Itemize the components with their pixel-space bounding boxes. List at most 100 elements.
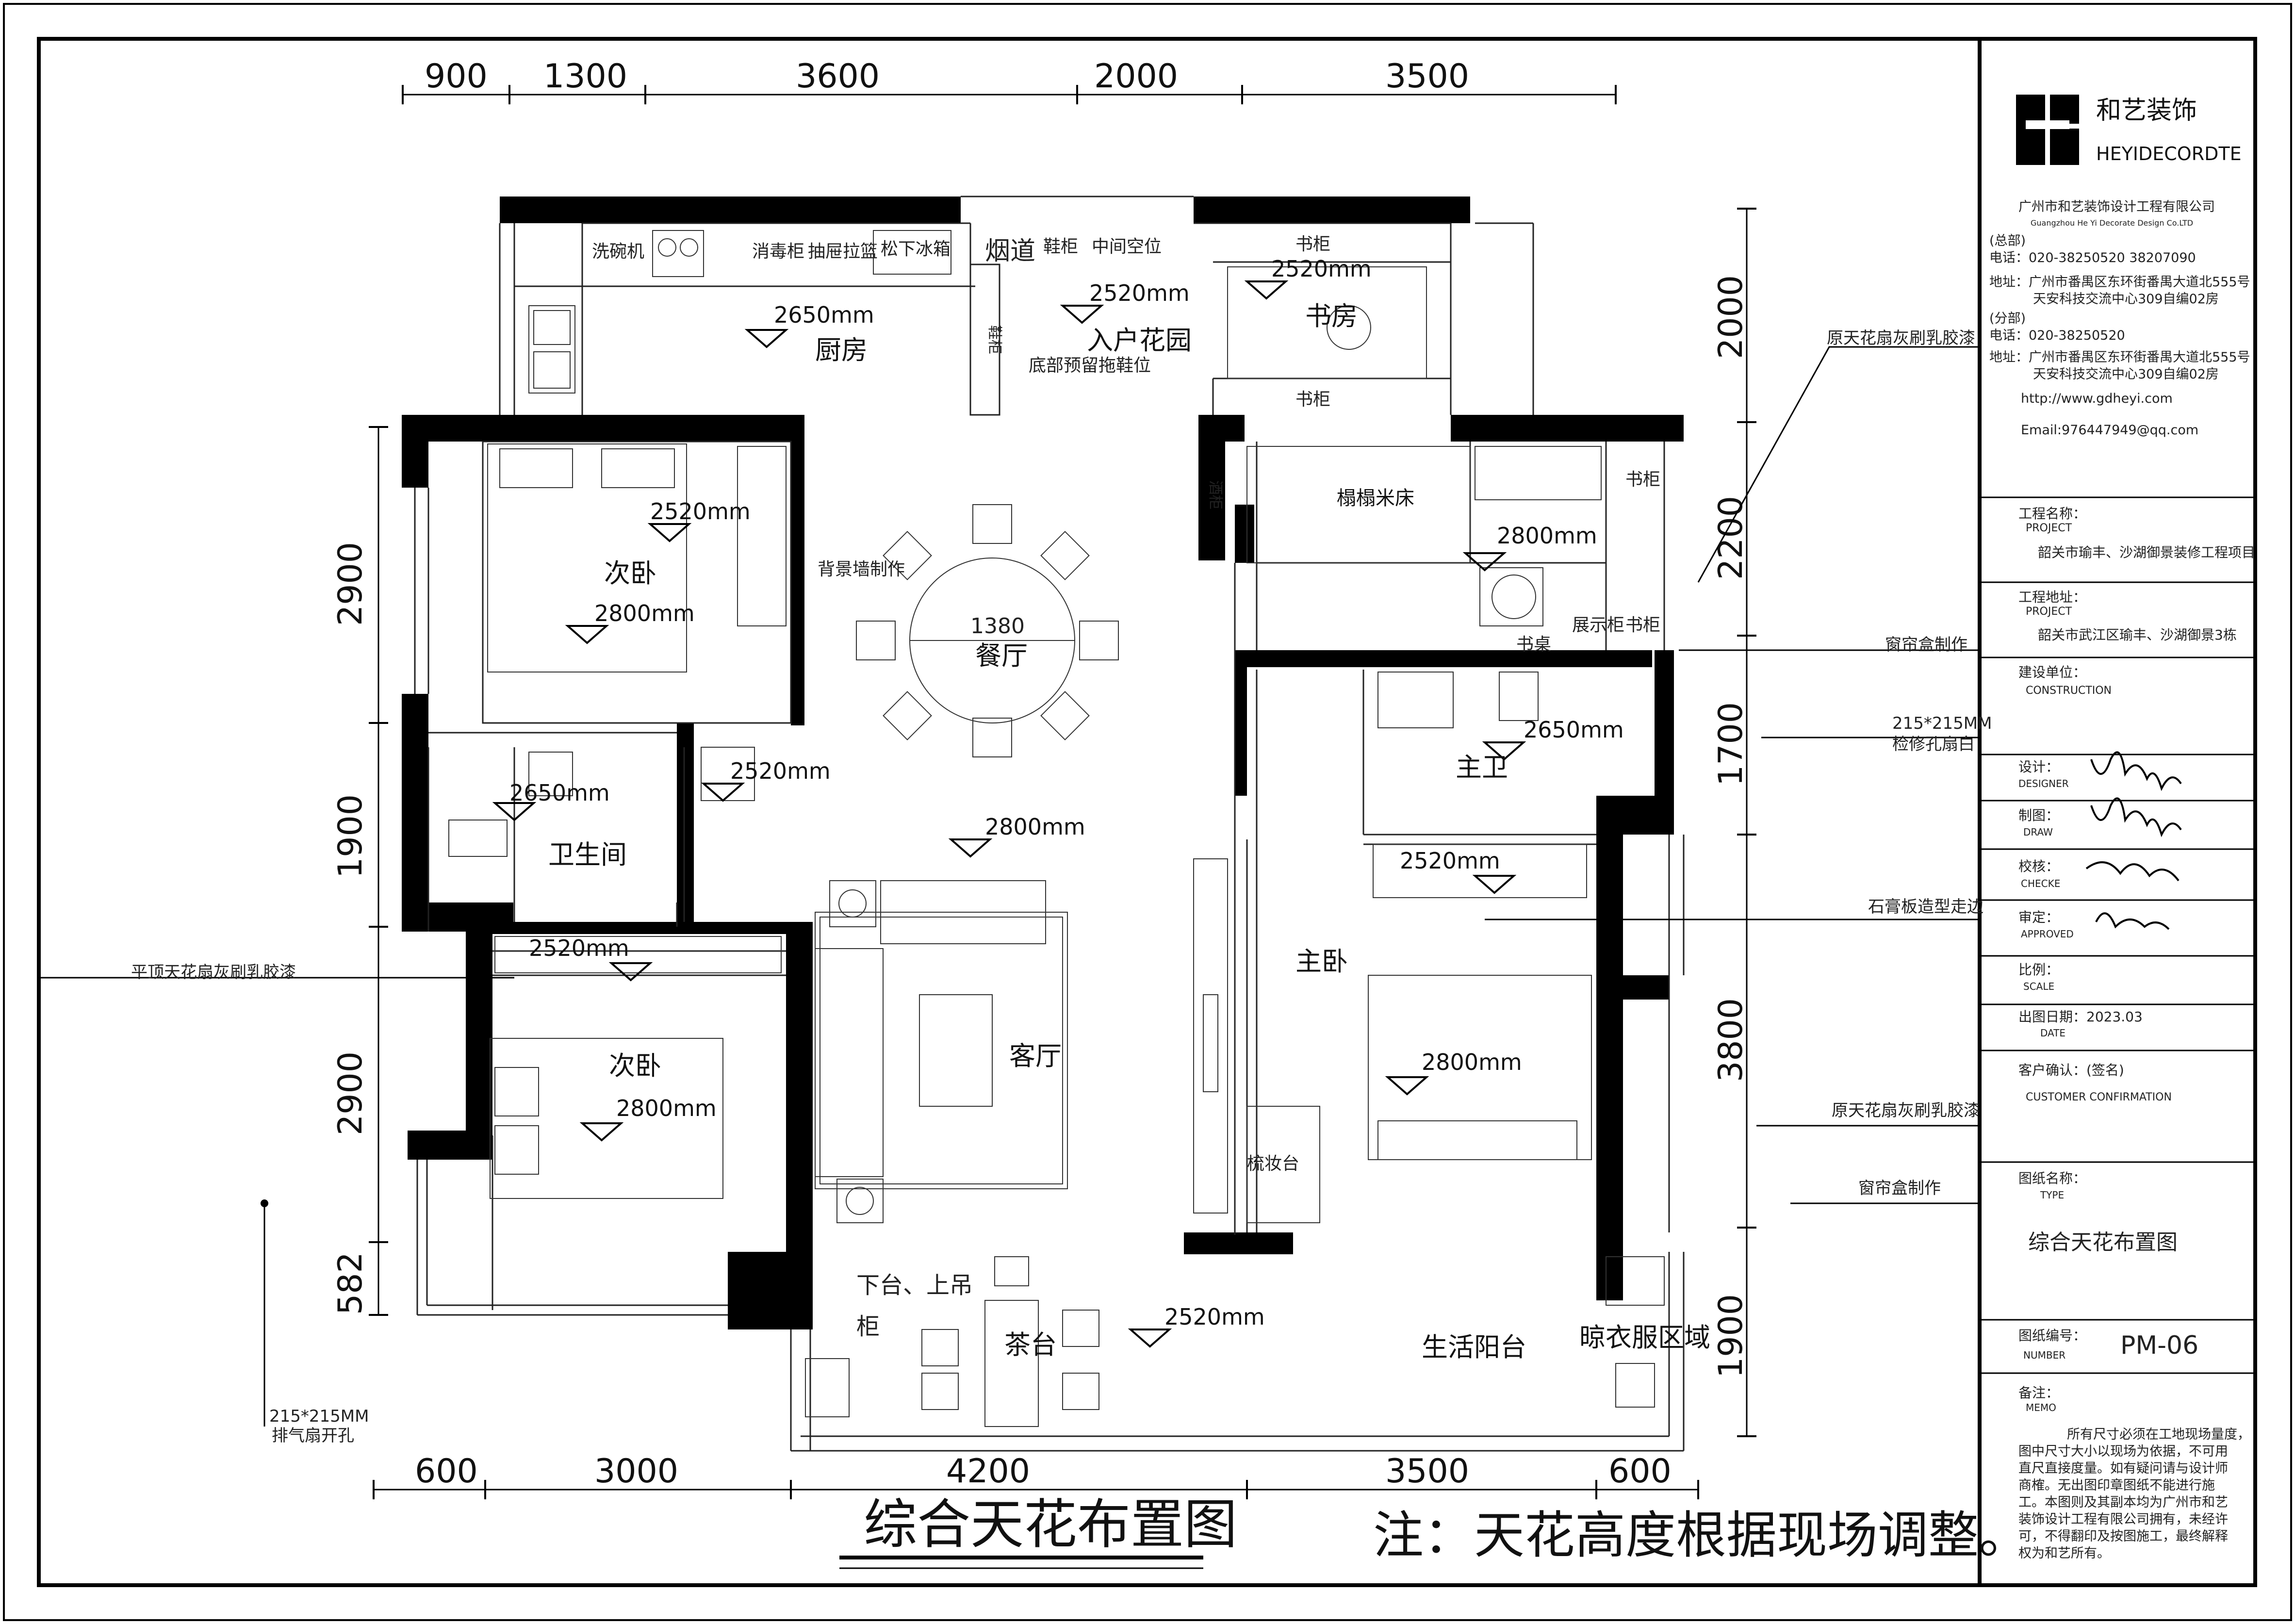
- room-bedroom2: 次卧: [604, 558, 656, 589]
- dim-left-1: 2900: [331, 542, 370, 626]
- check-label: 校核：: [2018, 858, 2059, 874]
- memo-6: 装饰设计工程有限公司拥有，未经许: [2018, 1512, 2228, 1527]
- inner-frame: [37, 37, 2257, 1587]
- draw-en: DRAW: [2023, 826, 2053, 838]
- dimension-lines: [369, 85, 1756, 1499]
- lbl-mid-space: 中间空位: [1092, 237, 1162, 257]
- height-markers: [492, 280, 1526, 1348]
- type-value: 综合天花布置图: [2028, 1230, 2178, 1255]
- h-study: 2520mm: [1271, 256, 1372, 282]
- memo-4: 商榷。无出图印章图纸不能进行施: [2018, 1478, 2215, 1493]
- note-left-2a: 215*215MM: [269, 1407, 369, 1426]
- br-addr2: 天安科技交流中心309自编02房: [2033, 367, 2219, 382]
- outer-frame: [3, 3, 2292, 1621]
- dim-bottom-3: 4200: [946, 1452, 1030, 1491]
- h-corridor: 2520mm: [730, 758, 831, 784]
- height-labels: 2650mm 2520mm 2520mm 2520mm 2800mm 2520m…: [509, 256, 1624, 1330]
- lbl-bookcase-r1: 书柜: [1625, 470, 1660, 490]
- notes: 原天花扇灰刷乳胶漆 窗帘盒制作 215*215MM 检修孔扇白 石膏板造型走边 …: [131, 328, 1992, 1445]
- titleblock: 和艺装饰 HEYIDECORDTE 广州市和艺装饰设计工程有限公司 Guangz…: [1980, 95, 2255, 1561]
- lbl-shoe-cab-v: 鞋柜: [986, 325, 1003, 354]
- dim-left-4: 582: [331, 1252, 370, 1315]
- dim-bottom-4: 3500: [1385, 1452, 1469, 1491]
- room-tatami: 榻榻米床: [1337, 487, 1414, 509]
- walls: [402, 197, 1684, 1329]
- approve-label: 审定：: [2018, 909, 2059, 925]
- lbl-shoe-note: 底部预留拖鞋位: [1029, 356, 1151, 376]
- proj-en: PROJECT: [2026, 522, 2072, 534]
- dim-bottom-2: 3000: [594, 1452, 678, 1491]
- approve-en: APPROVED: [2021, 928, 2074, 940]
- dims-left: 2900 1900 2900 582: [331, 542, 370, 1315]
- customer-label: 客户确认：(签名): [2018, 1062, 2124, 1078]
- h-bathroom: 2650mm: [509, 780, 610, 806]
- room-study: 书房: [1305, 301, 1358, 331]
- memo-en: MEMO: [2026, 1402, 2056, 1413]
- dims-bottom: 600 3000 4200 3500 600: [415, 1452, 1672, 1491]
- company-name: 广州市和艺装饰设计工程有限公司: [2018, 199, 2215, 214]
- room-bathroom: 卫生间: [548, 839, 627, 870]
- note-right-4: 石膏板造型走边: [1868, 897, 1984, 917]
- living-rug: [820, 917, 1063, 1184]
- customer-en: CUSTOMER CONFIRMATION: [2026, 1091, 2172, 1103]
- dim-right-3: 1700: [1712, 702, 1750, 786]
- hq-label: (总部): [1989, 233, 2026, 248]
- dim-top-2: 1300: [543, 57, 627, 96]
- fixture-labels: 洗碗机 消毒柜 抽屉拉篮 松下冰箱 烟道 鞋柜 中间空位 鞋柜 底部预留拖鞋位 …: [592, 234, 1660, 1340]
- sofa-left: [815, 948, 884, 1177]
- sofa-top: [880, 880, 1046, 944]
- lbl-wine-cab: 酒柜: [1207, 480, 1224, 509]
- web: http://www.gdheyi.com: [2021, 391, 2173, 406]
- hq-phone: 电话：020-38250520 38207090: [1989, 250, 2196, 265]
- room-kitchen: 厨房: [815, 335, 868, 365]
- dim-bottom-1: 600: [415, 1452, 478, 1491]
- date-label: 出图日期：2023.03: [2018, 1009, 2143, 1025]
- note-left-1: 平顶天花扇灰刷乳胶漆: [131, 963, 296, 982]
- lbl-bookcase-top: 书柜: [1295, 234, 1330, 254]
- memo-label: 备注：: [2018, 1385, 2059, 1401]
- h-master-cab: 2520mm: [1400, 848, 1500, 874]
- lbl-display: 展示柜: [1572, 615, 1624, 635]
- lbl-fridge: 松下冰箱: [881, 239, 951, 259]
- note-left-2b: 排气扇开孔: [272, 1426, 354, 1445]
- room-balcony: 生活阳台: [1422, 1332, 1526, 1362]
- br-phone: 电话：020-38250520: [1989, 328, 2125, 343]
- note-right-1: 原天花扇灰刷乳胶漆: [1827, 328, 1975, 348]
- bed-3: [490, 1038, 723, 1199]
- dim-bottom-5: 600: [1608, 1452, 1672, 1491]
- dim-right-1: 2000: [1712, 275, 1750, 359]
- vent-dot: [261, 1199, 268, 1207]
- room-labels: 厨房 入户花园 书房 餐厅 客厅 次卧 卫生间 次卧 主卫 主卧 茶台 生活阳台…: [548, 301, 1710, 1362]
- room-master-bedroom: 主卧: [1295, 946, 1348, 977]
- logo-icon: [2016, 95, 2079, 165]
- br-label: (分部): [1989, 311, 2026, 326]
- h-tea: 2520mm: [1164, 1304, 1265, 1330]
- lbl-bookcase-r2: 书柜: [1625, 615, 1660, 635]
- h-master-bed: 2800mm: [1422, 1049, 1522, 1075]
- note-right-6: 窗帘盒制作: [1858, 1179, 1941, 1198]
- lbl-down-up-cab-1: 下台、上吊: [856, 1272, 973, 1299]
- tv-cabinet: [1193, 858, 1228, 1214]
- designer-label: 设计：: [2018, 759, 2059, 775]
- lbl-table-dia: 1380: [970, 614, 1025, 639]
- note-right-2: 窗帘盒制作: [1885, 635, 1967, 655]
- dining-chairs: [856, 504, 1119, 757]
- proj-label: 工程名称：: [2018, 506, 2086, 522]
- type-label: 图纸名称：: [2018, 1170, 2086, 1186]
- addr-value: 韶关市武江区瑜丰、沙湖御景3栋: [2038, 627, 2237, 643]
- h-master-bath: 2650mm: [1524, 717, 1624, 743]
- h-bedroom3-b: 2800mm: [616, 1095, 717, 1121]
- lbl-bg-wall: 背景墙制作: [818, 559, 905, 579]
- br-addr1: 地址：广州市番禺区东环街番禺大道北555号: [1989, 350, 2250, 365]
- email: Email:976447949@qq.com: [2021, 423, 2198, 438]
- lbl-dresser: 梳妆台: [1247, 1154, 1299, 1174]
- dim-top-3: 3600: [796, 57, 880, 96]
- constr-label: 建设单位：: [2018, 664, 2086, 680]
- h-bedroom2-b: 2800mm: [594, 600, 695, 626]
- company-en: Guangzhou He Yi Decorate Design Co.LTD: [2031, 218, 2193, 228]
- h-bedroom3-a: 2520mm: [529, 935, 629, 961]
- memo-8: 权为和艺所有。: [2018, 1546, 2110, 1561]
- memo-3: 直尺直接度量。如有疑问请与设计师: [2018, 1461, 2228, 1476]
- dim-left-2: 1900: [331, 794, 370, 878]
